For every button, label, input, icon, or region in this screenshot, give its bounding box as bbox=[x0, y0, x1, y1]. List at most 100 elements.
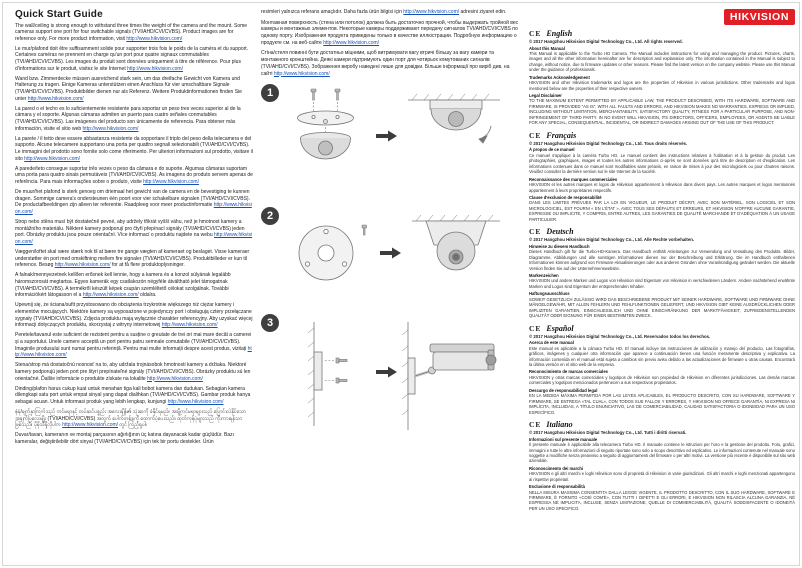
section-subheading: Esclusione di responsabilità bbox=[529, 484, 585, 490]
section-text: Ce manuel s'applique à la caméra Turbo H… bbox=[529, 152, 795, 175]
ce-mark-icon: CE bbox=[529, 130, 542, 140]
section-text: HIKVISION and other Hikvision trademarks… bbox=[529, 80, 795, 91]
right-column: HIKVISION CE English © 2017 Hangzhou Hik… bbox=[529, 9, 795, 565]
language-section-italian: CE Italiano © 2017 Hangzhou Hikvision Di… bbox=[529, 420, 795, 511]
section-subheading: Markenzeichen bbox=[529, 272, 559, 278]
section-header: CE English bbox=[529, 29, 795, 38]
paragraph-text: Стіна/стеля повинні бути достатньо міцни… bbox=[261, 50, 510, 77]
hikvision-link[interactable]: http://www.hikvision.com/ bbox=[62, 422, 119, 429]
section-subheading: Reconnaissance des marques commerciales bbox=[529, 176, 618, 182]
install-step-2: 2 bbox=[261, 207, 521, 303]
section-text: HIKVISION e gli altri marchi e loghi Hik… bbox=[529, 471, 795, 482]
ce-mark-icon: CE bbox=[529, 29, 542, 38]
paragraph-text: Wand bzw. Zimmerdecke müssen ausreichend… bbox=[15, 75, 242, 102]
section-subheading: Haftungsausschluss bbox=[529, 291, 570, 297]
paragraph-text: Le mur/plafond doit être suffisamment so… bbox=[15, 45, 249, 72]
section-text: Il presente manuale è applicabile alla t… bbox=[529, 442, 795, 464]
paragraph-text: De muur/het plafond is sterk genoeg om d… bbox=[15, 189, 250, 209]
hikvision-link[interactable]: http://www.hikvision.com/ bbox=[167, 398, 224, 405]
hikvision-link[interactable]: http://www.hikvision.com/ bbox=[15, 232, 253, 245]
guide-paragraph-german: Wand bzw. Zimmerdecke müssen ausreichend… bbox=[15, 76, 253, 102]
step-number: 2 bbox=[261, 207, 279, 226]
hikvision-link[interactable]: http://www.hikvision.com/ bbox=[273, 70, 330, 77]
guide-paragraph-turkish: Duvar/tavan, kameranın ve montaj parçası… bbox=[15, 432, 253, 445]
section-subheading: Legal Disclaimer bbox=[529, 92, 562, 98]
language-section-spanish: CE Español © 2017 Hangzhou Hikvision Dig… bbox=[529, 324, 795, 415]
copyright-line: © 2017 Hangzhou Hikvision Digital Techno… bbox=[529, 140, 688, 146]
hikvision-link[interactable]: http://www.hikvision.com/ bbox=[403, 9, 460, 15]
hikvision-link[interactable]: http://www.hikvision.com/ bbox=[161, 322, 218, 329]
paragraph-text: adresini ziyaret edin. bbox=[459, 9, 507, 15]
section-text: HIKVISION y otras marcas comerciales y l… bbox=[529, 374, 795, 386]
language-section-english: CE English © 2017 Hangzhou Hikvision Dig… bbox=[529, 29, 795, 126]
paragraph-text: တွင် ကြည့်ရှုပါ။ bbox=[118, 422, 148, 429]
paragraph-text: La pared o el techo es lo suficientement… bbox=[15, 105, 241, 132]
section-subheading: Descargo de responsabilidad legal bbox=[529, 387, 598, 393]
guide-paragraph-dutch: De muur/het plafond is sterk genoeg om d… bbox=[15, 189, 253, 215]
hikvision-link[interactable]: http://www.hikvision.com/ bbox=[54, 262, 111, 269]
section-text: NELLA MISURA MASSIMA CONSENTITA DALLA LE… bbox=[529, 489, 795, 511]
language-section-german: CE Deutsch © 2017 Hangzhou Hikvision Dig… bbox=[529, 227, 795, 318]
section-language-heading: Deutsch bbox=[546, 227, 574, 237]
step-number: 1 bbox=[261, 84, 279, 103]
section-text: HIKVISION et les autres marques et logos… bbox=[529, 182, 795, 193]
section-subheading: Informazioni sul presente manuale bbox=[529, 436, 598, 442]
hikvision-link[interactable]: http://www.hikvision.com/ bbox=[323, 39, 380, 46]
section-text: Dieses Handbuch gilt für die Turbo-HD-Ka… bbox=[529, 249, 795, 271]
step-number: 3 bbox=[261, 314, 279, 333]
guide-paragraph-danish: Væggen/loftet skal være stærk nok til at… bbox=[15, 249, 253, 269]
guide-paragraph-english: The wall/ceiling is strong enough to wit… bbox=[15, 23, 253, 43]
paragraph-text: Duvar/tavan, kameranın ve montaj parçası… bbox=[15, 432, 235, 446]
guide-paragraph-indonesian: Dinding/plafon harus cukup kuat untuk me… bbox=[15, 386, 253, 406]
ce-mark-icon: CE bbox=[529, 227, 542, 237]
install-step-3: 3 bbox=[261, 314, 521, 434]
paragraph-text: Upewnij się, że ściana/sufit przystosowa… bbox=[15, 302, 253, 329]
hikvision-link[interactable]: http://www.hikvision.com/ bbox=[82, 292, 139, 299]
section-header: CE Deutsch bbox=[529, 227, 795, 236]
section-text: SOWEIT GESETZLICH ZULÄSSIG WIRD DAS BESC… bbox=[529, 296, 795, 319]
hikvision-link[interactable]: http://www.hikvision.com/ bbox=[147, 375, 203, 382]
middle-column: resimleri yalnızca referans amaçlıdır. D… bbox=[261, 9, 521, 565]
copyright-line: © 2017 Hangzhou Hikvision Digital Techno… bbox=[529, 333, 711, 339]
language-section-french: CE Français © 2017 Hangzhou Hikvision Di… bbox=[529, 131, 795, 222]
paragraph-text: for at få flere produktoplysninger. bbox=[110, 262, 185, 269]
paragraph-text: Strop nebo stěna musí být dostatečně pev… bbox=[15, 219, 245, 239]
section-text: EN LA MEDIDA MÁXIMA PERMITIDA POR LAS LE… bbox=[529, 393, 795, 415]
copyright-line: © 2017 Hangzhou Hikvision Digital Techno… bbox=[529, 430, 687, 436]
hikvision-link[interactable]: http://www.hikvision.com/ bbox=[126, 35, 183, 42]
paragraph-text: The wall/ceiling is strong enough to wit… bbox=[15, 22, 248, 42]
paragraph-text: La parete / il tetto deve essere abbasta… bbox=[15, 135, 253, 162]
brand-area: HIKVISION bbox=[529, 9, 795, 25]
hikvision-link[interactable]: http://www.hikvision.com/ bbox=[27, 95, 84, 102]
paragraph-text: oldalra. bbox=[138, 292, 157, 299]
paragraph-text: A falnak/mennyezetnek kellően erősnek ke… bbox=[15, 272, 231, 299]
hikvision-logo: HIKVISION bbox=[723, 9, 795, 25]
section-subheading: Trademarks Acknowledgement bbox=[529, 74, 590, 80]
guide-paragraph-slovak: Stena/strop má dostatočnú nosnosť na to,… bbox=[15, 362, 253, 382]
guide-paragraph-italian: La parete / il tetto deve essere abbasta… bbox=[15, 136, 253, 162]
turret-camera-install-diagram bbox=[298, 215, 500, 281]
section-subheading: À propos de ce manuel bbox=[529, 147, 575, 153]
hikvision-link[interactable]: http://www.hikvision.com/ bbox=[24, 155, 81, 162]
guide-paragraph-czech: Strop nebo stěna musí být dostatečně pev… bbox=[15, 219, 253, 245]
hikvision-link[interactable]: http://www.hikvision.com/ bbox=[15, 202, 252, 215]
paragraph-text: Peretele/tavanul este suficient de rezis… bbox=[15, 332, 252, 352]
hikvision-link[interactable]: http://www.hikvision.com/ bbox=[15, 345, 252, 359]
section-language-heading: Français bbox=[546, 130, 577, 140]
hikvision-link[interactable]: http://www.hikvision.com/ bbox=[82, 125, 139, 132]
section-subheading: Reconocimiento de marcas comerciales bbox=[529, 369, 608, 375]
guide-paragraph-french: Le mur/plafond doit être suffisamment so… bbox=[15, 46, 253, 72]
section-subheading: Hinweise zu diesem Handbuch bbox=[529, 243, 590, 249]
guide-paragraph-polish: Upewnij się, że ściana/sufit przystosowa… bbox=[15, 302, 253, 328]
install-step-1: 1 bbox=[261, 84, 521, 196]
hikvision-link[interactable]: http://www.hikvision.com/ bbox=[127, 65, 183, 72]
hikvision-link[interactable]: http://www.hikvision.com/ bbox=[143, 178, 199, 185]
